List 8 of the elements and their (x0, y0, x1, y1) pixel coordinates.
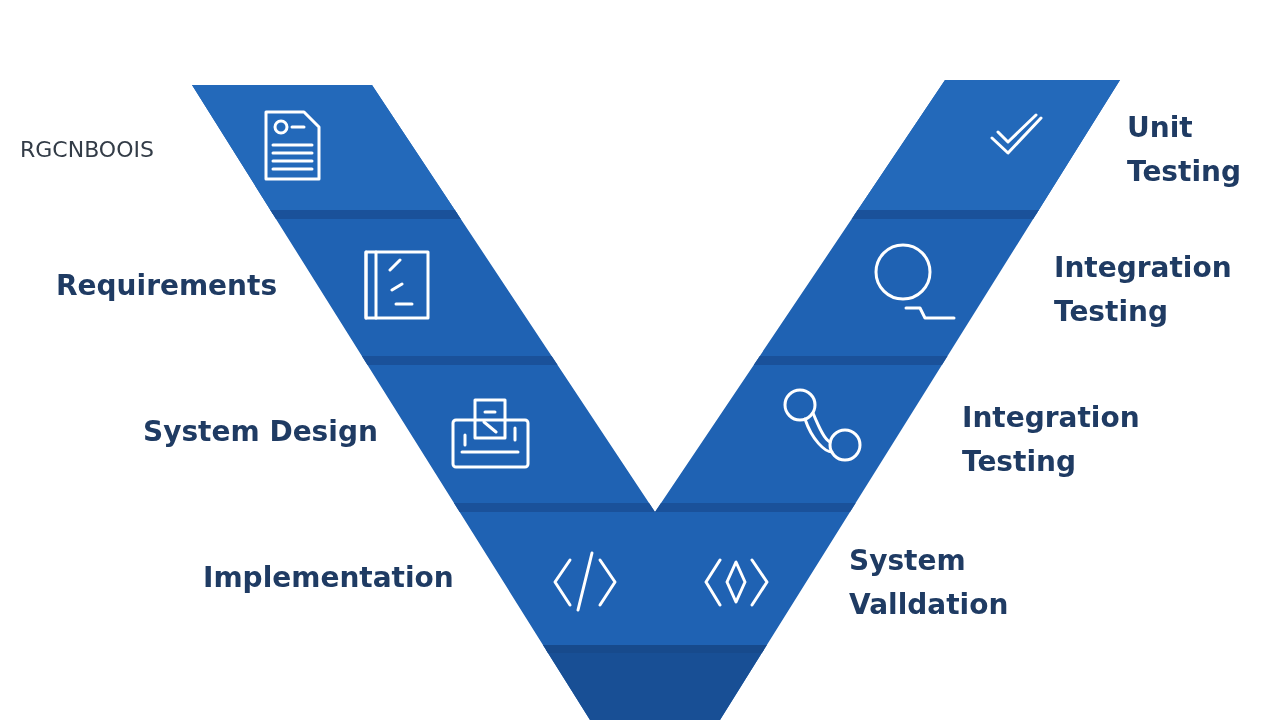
stage-label: Requirements (56, 268, 279, 304)
stage-label: System Valldation (849, 543, 1010, 623)
stage-label: Integration Testing (962, 400, 1141, 480)
stage-label: System Design (143, 414, 379, 450)
stage-label: Integration Testing (1054, 250, 1233, 330)
stage-label: Unit Testing (1127, 110, 1242, 190)
garbled-label: RGCNBOOIS (20, 136, 155, 164)
stage-label: Implementation (203, 560, 455, 596)
